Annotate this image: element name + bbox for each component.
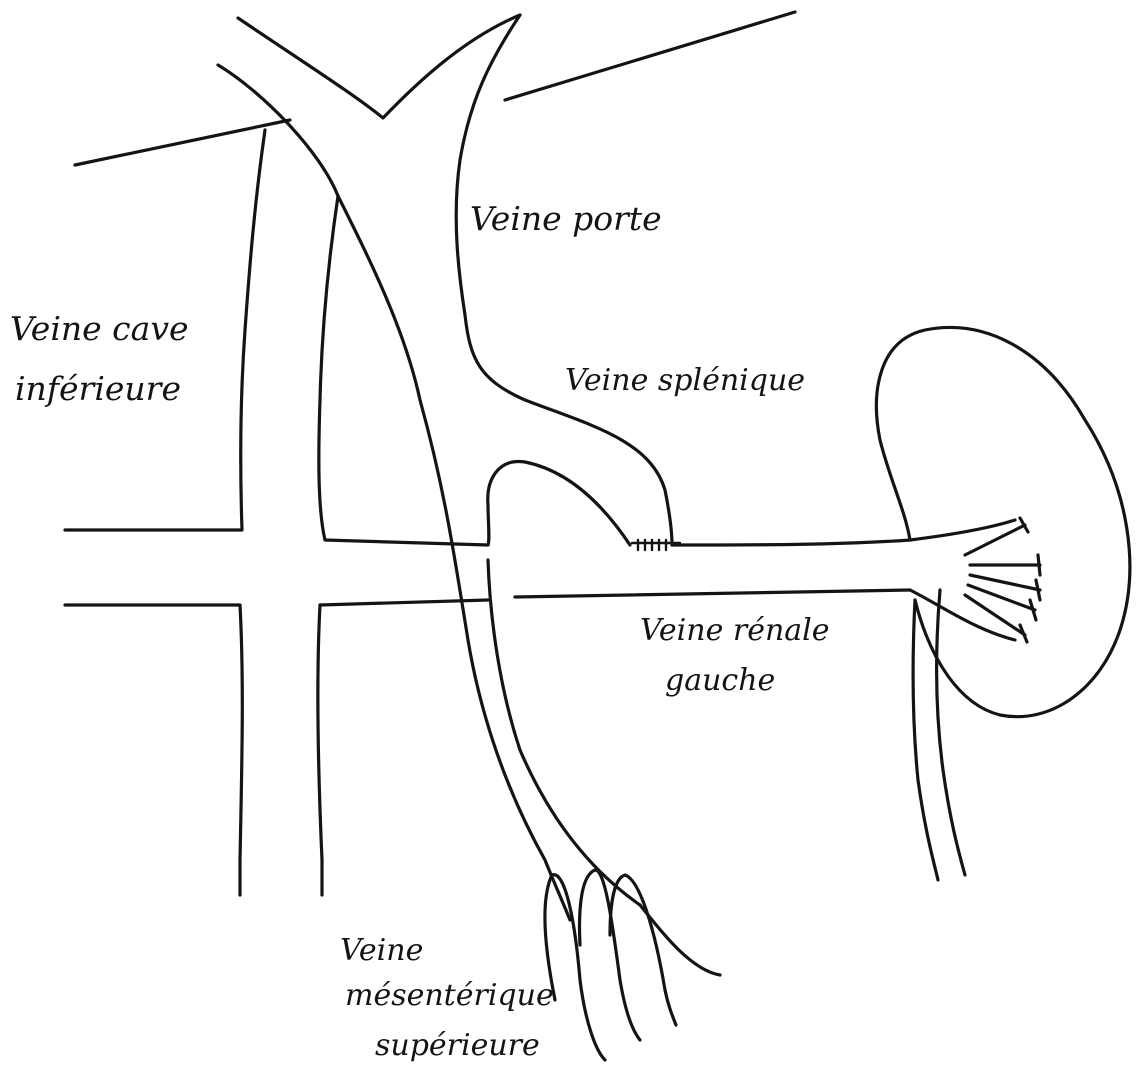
- label-veine-splenique: Veine splénique: [565, 363, 805, 398]
- inferior-vena-cava: [65, 130, 488, 895]
- liver-edge-right: [505, 12, 795, 100]
- ureter: [913, 600, 938, 880]
- label-veine-porte: Veine porte: [470, 199, 662, 238]
- label-veine-mesenterique-2: mésentérique: [345, 978, 554, 1013]
- label-veine-renale-1: Veine rénale: [640, 613, 830, 648]
- portal-vein: [218, 15, 672, 920]
- ureter-inner: [937, 590, 965, 875]
- label-veine-renale-2: gauche: [665, 663, 775, 698]
- label-veine-cave-1: Veine cave: [10, 309, 189, 348]
- label-veine-mesenterique-3: supérieure: [375, 1028, 540, 1063]
- label-veine-cave-2: inférieure: [15, 369, 181, 408]
- liver-edge-left: [75, 120, 290, 165]
- label-veine-mesenterique-1: Veine: [340, 933, 423, 968]
- renal-hilum-branches: [965, 518, 1040, 642]
